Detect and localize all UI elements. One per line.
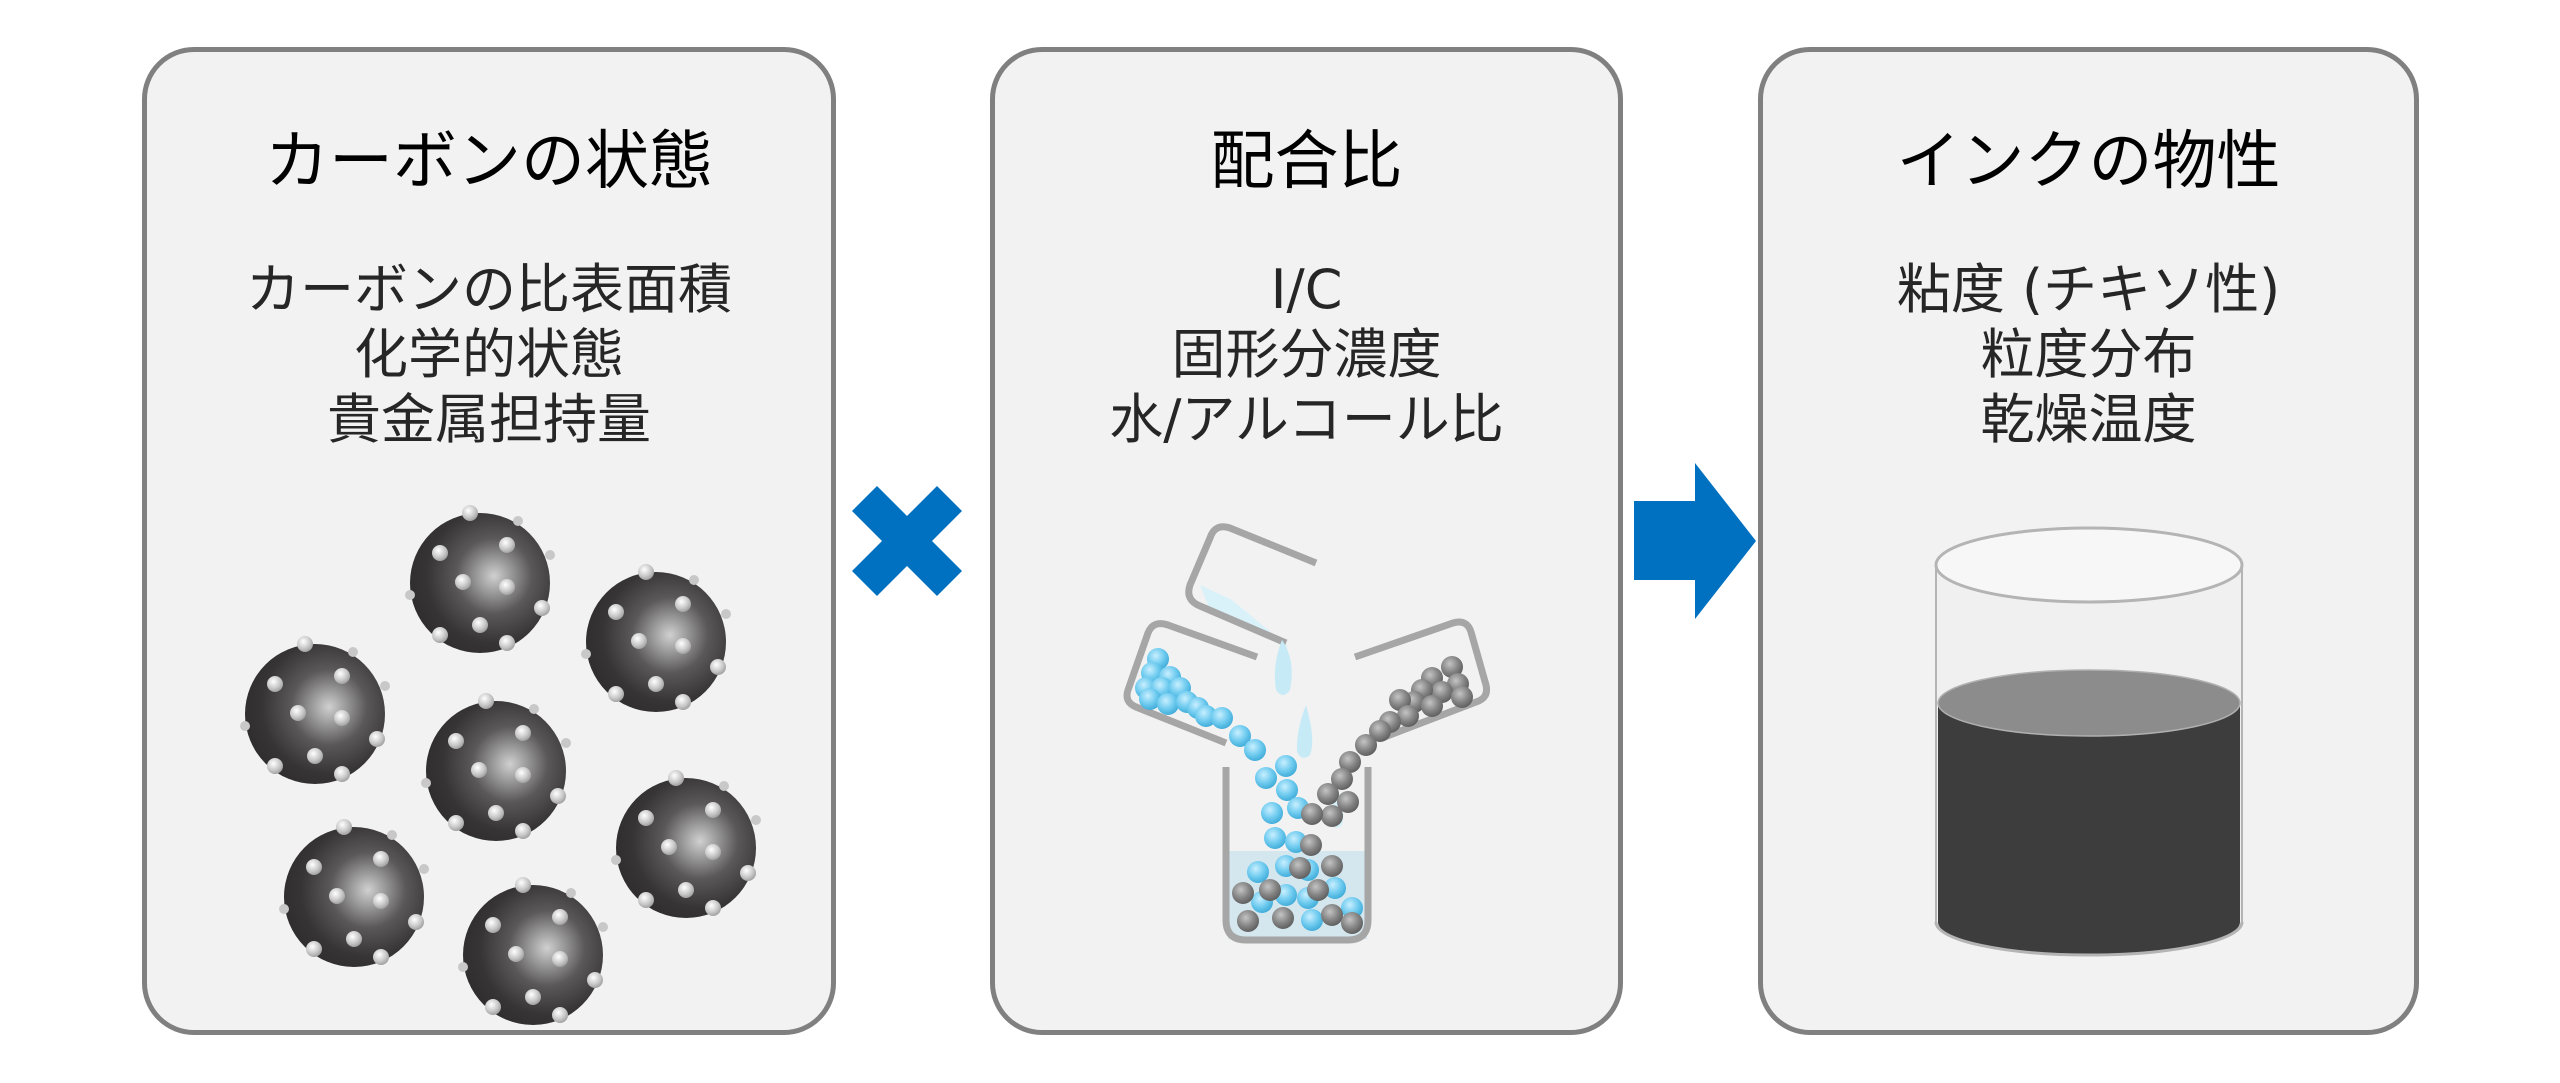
card-line: 乾燥温度 <box>1980 388 2197 451</box>
card-line: 化学的状態 <box>354 323 624 386</box>
arrow-right-icon <box>1634 463 1756 619</box>
carbon-particles <box>240 505 761 1025</box>
card-lines: カーボンの比表面積 化学的状態 貴金属担持量 <box>147 257 831 452</box>
card-line: 貴金属担持量 <box>327 388 651 451</box>
card-line: 粒度分布 <box>1980 323 2197 386</box>
card-line: 固形分濃度 <box>1171 323 1442 386</box>
card-lines: I/C 固形分濃度 水/アルコール比 <box>995 257 1618 452</box>
card-carbon-state: カーボンの状態 カーボンの比表面積 化学的状態 貴金属担持量 <box>142 47 836 1035</box>
card-line: 水/アルコール比 <box>1109 388 1504 451</box>
card-title: カーボンの状態 <box>265 125 713 199</box>
card-line: カーボンの比表面積 <box>246 258 732 321</box>
carbon-ionomer-particles <box>1232 656 1473 934</box>
multiply-icon <box>852 486 962 596</box>
card-line: 粘度 (チキソ性) <box>1896 258 2281 321</box>
card-line: I/C <box>1270 258 1343 321</box>
card-title: インクの物性 <box>1896 125 2281 199</box>
ink-beaker-illustration <box>1934 526 2244 957</box>
card-title: 配合比 <box>1210 125 1403 199</box>
card-lines: 粘度 (チキソ性) 粒度分布 乾燥温度 <box>1763 257 2414 452</box>
mixing-beakers-illustration <box>1123 523 1490 944</box>
